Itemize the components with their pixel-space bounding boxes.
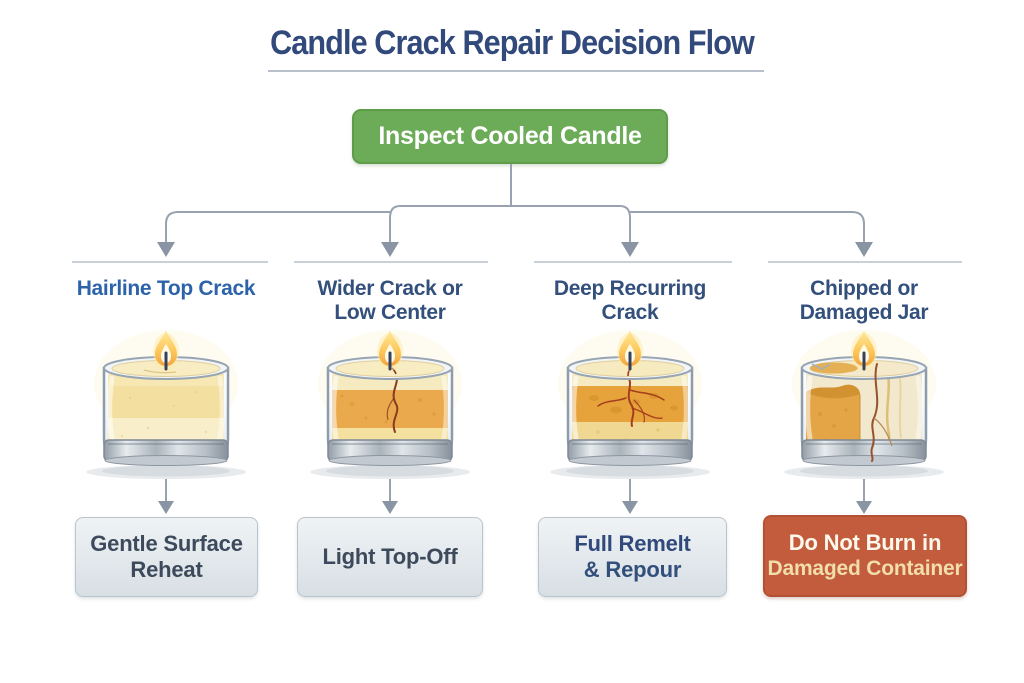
action-arrowhead-4 (856, 501, 872, 514)
flame-icon (153, 331, 179, 371)
action-label: Do Not Burn in (788, 530, 942, 555)
candle-illustration-hairline (78, 328, 254, 480)
action-arrowhead-2 (382, 501, 398, 514)
branch-header-hairline-top-crack: Hairline Top Crack (76, 277, 256, 300)
candle-illustration-wider-crack (302, 328, 478, 480)
branch-arrowhead-3 (621, 242, 639, 257)
action-label: Full Remelt (574, 531, 691, 556)
action-box-gentle-surface-reheat: Gentle Surface Reheat (75, 517, 258, 597)
branch-header-wider-crack-or-low-center: Wider Crack or Low Center (317, 277, 463, 324)
action-label: Gentle Surface (90, 531, 243, 556)
candle-illustration (550, 330, 710, 479)
candle-illustration (310, 330, 470, 479)
action-arrowhead-3 (622, 501, 638, 514)
branch-arrowhead-4 (855, 242, 873, 257)
candle-illustration (784, 330, 944, 479)
action-box-light-top-off: Light Top-Off (297, 517, 483, 597)
candle-illustration (86, 330, 246, 479)
flame-icon (851, 331, 877, 371)
flame-icon (377, 331, 403, 371)
branch-header-chipped-or-damaged-jar: Chipped or Damaged Jar (799, 277, 929, 324)
action-label: Light Top-Off (322, 544, 458, 569)
page-title: Candle Crack Repair Decision Flow (270, 24, 755, 62)
candle-illustration-chipped-jar (776, 328, 952, 480)
root-node-inspect-cooled-candle: Inspect Cooled Candle (352, 109, 668, 164)
root-node-label: Inspect Cooled Candle (378, 122, 642, 150)
title-underline (268, 70, 764, 72)
action-arrowhead-1 (158, 501, 174, 514)
branch-header-deep-recurring-crack: Deep Recurring Crack (553, 277, 707, 324)
action-box-full-remelt-and-repour: Full Remelt & Repour (538, 517, 727, 597)
action-box-do-not-burn: Do Not Burn in Damaged Container (763, 515, 967, 597)
action-label: & Repour (583, 557, 682, 582)
action-label: Damaged Container (767, 557, 963, 580)
flame-icon (617, 331, 643, 371)
branch-arrowhead-1 (157, 242, 175, 257)
action-label: Reheat (130, 557, 203, 582)
branch-arrowhead-2 (381, 242, 399, 257)
candle-illustration-deep-crack (542, 328, 718, 480)
